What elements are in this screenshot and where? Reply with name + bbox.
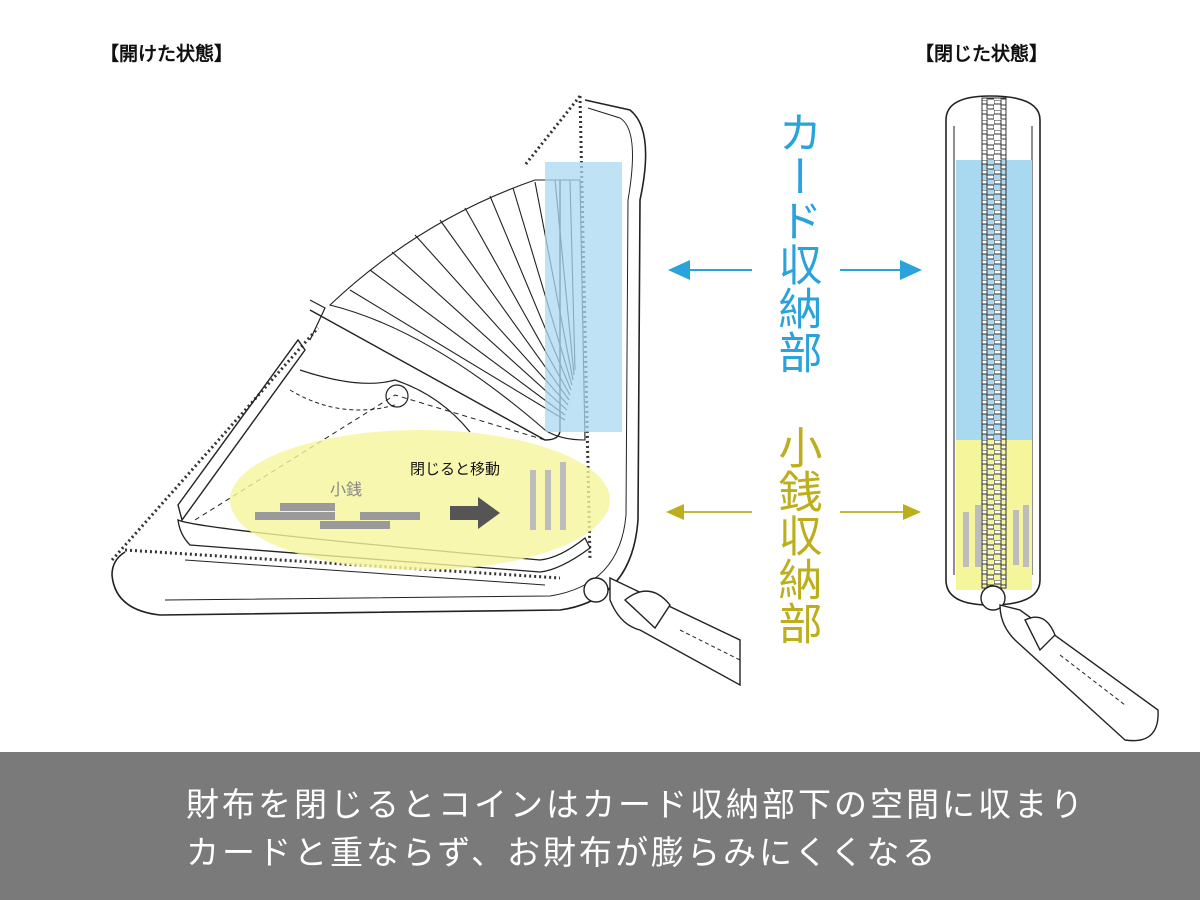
move-on-close-label: 閉じると移動 (410, 460, 500, 478)
left-flap-inner (309, 299, 326, 341)
caption-line-1: 財布を閉じるとコインはカード収納部下の空間に収まり (186, 785, 1086, 824)
coin-label: 小銭 (330, 480, 362, 499)
zipper-pull-open (583, 576, 741, 687)
card-arrow-left-icon (668, 260, 690, 280)
caption-line-2: カードと重ならず、お財布が膨らみにくくなる (186, 833, 939, 872)
coin-arrows (666, 504, 921, 520)
coin-arrow-right-icon (903, 504, 921, 520)
pocket-curve-top (299, 369, 471, 433)
zipper-teeth (981, 97, 1007, 589)
closed-state-title: 【閉じた状態】 (915, 42, 1048, 65)
card-arrow-right-icon (900, 260, 922, 280)
fan-outline (328, 179, 586, 441)
coin-arrow-left-icon (666, 504, 684, 520)
wallet-inner-shell (164, 107, 633, 601)
caption-bar (0, 752, 1200, 900)
card-fan (309, 179, 586, 441)
bottom-lid-line (184, 559, 546, 586)
wallet-outer-shell (111, 99, 647, 616)
coins-closed (963, 505, 1029, 567)
move-arrow-icon (450, 497, 500, 529)
coins-moved-ghost (530, 462, 566, 530)
card-arrows (668, 260, 922, 280)
pocket-dash-diagonal (194, 394, 546, 521)
coins-open (255, 503, 420, 529)
zipper-pull-closed (980, 585, 1159, 742)
pocket-curve-mid (289, 389, 396, 411)
closed-wallet-illustration (945, 95, 1159, 742)
card-compartment-label: カード収納部 (771, 110, 822, 374)
coin-compartment-open-highlight (230, 430, 610, 570)
wallet-diagram: 【開けた状態】 【閉じた状態】 小銭 (100, 42, 1159, 742)
card-compartment-open-highlight (545, 162, 622, 432)
coin-compartment-label: 小銭収納部 (771, 425, 823, 645)
pocket-button (385, 384, 409, 408)
open-state-title: 【開けた状態】 (100, 42, 233, 65)
left-flap (177, 338, 306, 522)
